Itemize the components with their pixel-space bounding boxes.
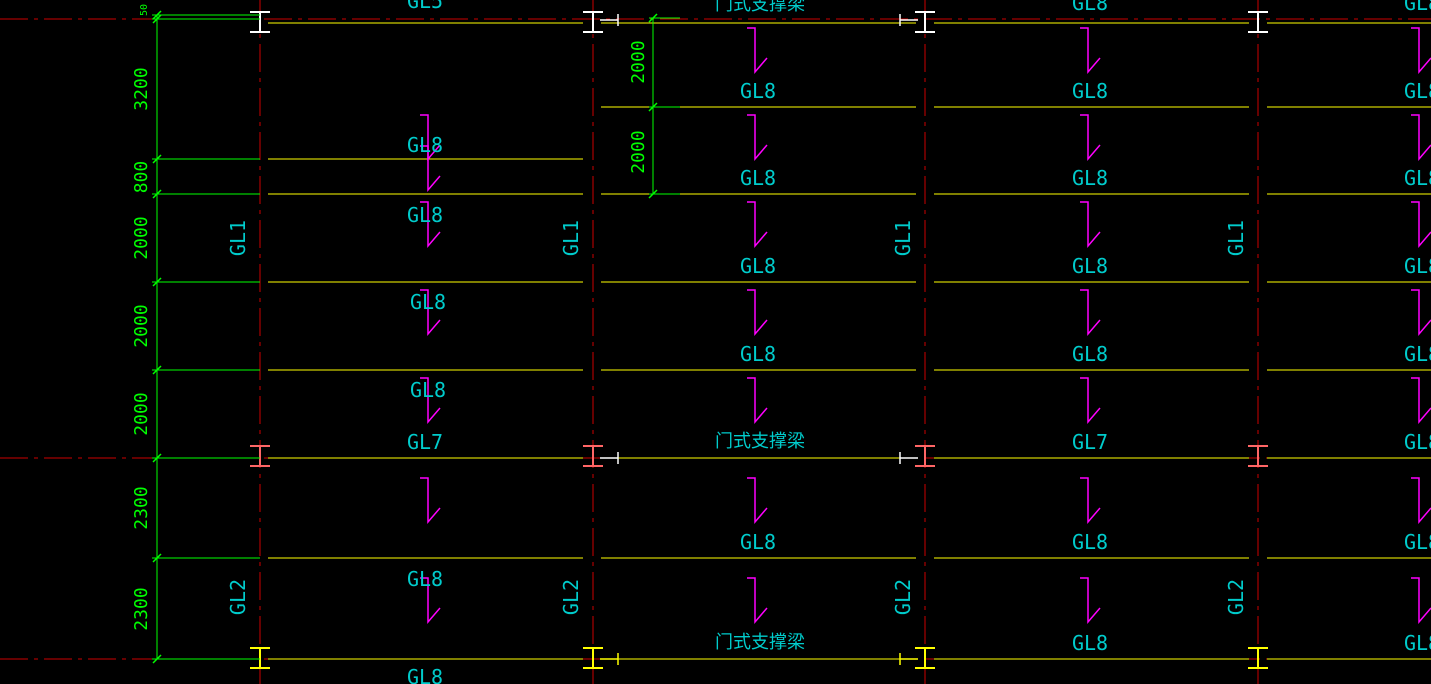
label-gl8: GL8 bbox=[407, 133, 443, 157]
label-gl2: GL2 bbox=[226, 579, 250, 615]
label-portal-brace-beam: 门式支撑梁 bbox=[715, 0, 805, 15]
label-gl8: GL8 bbox=[1072, 79, 1108, 103]
dimension-tick bbox=[648, 189, 658, 199]
label-gl8: GL8 bbox=[1072, 0, 1108, 15]
label-gl8-cut: GL8 bbox=[1404, 631, 1431, 655]
brace-symbol bbox=[420, 377, 441, 425]
brace-symbol bbox=[747, 477, 768, 525]
brace-symbol bbox=[1080, 27, 1101, 75]
dimension-tick bbox=[152, 189, 162, 199]
brace-symbol bbox=[1411, 377, 1431, 425]
dimension-value: 2000 bbox=[628, 40, 649, 83]
brace-symbol bbox=[420, 577, 441, 625]
dimension-tick bbox=[152, 154, 162, 164]
dimension-value: 2000 bbox=[131, 216, 152, 259]
label-gl8-cut: GL8 bbox=[1404, 0, 1431, 15]
dimension-value: 2000 bbox=[131, 304, 152, 347]
label-gl8: GL8 bbox=[1072, 342, 1108, 366]
label-portal-brace-beam: 门式支撑梁 bbox=[715, 632, 805, 653]
label-gl8-cut: GL8 bbox=[1404, 430, 1431, 454]
label-gl8-cut: GL8 bbox=[1404, 530, 1431, 554]
brace-symbol bbox=[420, 201, 441, 249]
label-gl8: GL8 bbox=[740, 254, 776, 278]
label-gl7: GL7 bbox=[407, 430, 443, 454]
dimension-tick bbox=[648, 13, 658, 23]
label-gl2: GL2 bbox=[1224, 579, 1248, 615]
label-gl8: GL8 bbox=[740, 530, 776, 554]
dimension-tick bbox=[648, 102, 658, 112]
dimension-value: 800 bbox=[131, 161, 152, 194]
brace-symbol bbox=[1411, 27, 1431, 75]
column-marks-layer bbox=[250, 11, 1268, 669]
label-portal-brace-beam: 门式支撑梁 bbox=[715, 431, 805, 452]
label-gl8-cut: GL8 bbox=[1404, 254, 1431, 278]
dimension-tick bbox=[152, 553, 162, 563]
brace-symbol bbox=[747, 27, 768, 75]
dimension-value: 50 bbox=[139, 4, 150, 16]
label-gl2: GL2 bbox=[891, 579, 915, 615]
label-gl8: GL8 bbox=[1072, 530, 1108, 554]
label-gl1: GL1 bbox=[891, 220, 915, 256]
dimension-tick bbox=[152, 14, 162, 24]
label-gl1: GL1 bbox=[559, 220, 583, 256]
brace-symbol bbox=[420, 145, 441, 193]
brace-symbol bbox=[747, 201, 768, 249]
dimension-tick bbox=[152, 453, 162, 463]
brace-symbol bbox=[747, 114, 768, 162]
label-gl7: GL7 bbox=[1072, 430, 1108, 454]
brace-symbol bbox=[1080, 201, 1101, 249]
label-gl8: GL8 bbox=[407, 567, 443, 591]
brace-symbol bbox=[1411, 477, 1431, 525]
brace-symbol bbox=[1080, 477, 1101, 525]
label-gl8: GL8 bbox=[740, 166, 776, 190]
brace-symbols-layer bbox=[420, 27, 1431, 625]
dimension-tick bbox=[152, 277, 162, 287]
dimension-layer: 50 3200 800 2000 2000 2000 2300 2300 2000 2000 bbox=[131, 4, 680, 664]
brace-symbol bbox=[1080, 377, 1101, 425]
label-gl5: GL5 bbox=[407, 0, 443, 13]
label-gl8: GL8 bbox=[740, 342, 776, 366]
brace-symbol bbox=[420, 114, 441, 162]
brace-symbol bbox=[747, 577, 768, 625]
label-gl8: GL8 bbox=[407, 665, 443, 684]
label-gl8-cut: GL8 bbox=[1404, 79, 1431, 103]
brace-symbol bbox=[420, 289, 441, 337]
brace-symbol bbox=[1411, 114, 1431, 162]
dimension-value: 2300 bbox=[131, 486, 152, 529]
dimension-tick bbox=[152, 365, 162, 375]
label-layer: GL5GL8GL8GL8GL8GL7GL8GL8门式支撑梁GL8GL8GL8GL… bbox=[226, 0, 1431, 684]
label-gl8: GL8 bbox=[1072, 631, 1108, 655]
label-gl2: GL2 bbox=[559, 579, 583, 615]
dimension-tick bbox=[152, 654, 162, 664]
dimension-tick bbox=[152, 10, 162, 20]
brace-symbol bbox=[1080, 289, 1101, 337]
dimension-value: 2300 bbox=[131, 587, 152, 630]
label-gl8: GL8 bbox=[410, 378, 446, 402]
brace-symbol bbox=[1411, 289, 1431, 337]
label-gl8: GL8 bbox=[1072, 166, 1108, 190]
label-gl8: GL8 bbox=[410, 290, 446, 314]
dimension-value: 2000 bbox=[628, 130, 649, 173]
label-gl8: GL8 bbox=[740, 79, 776, 103]
dimension-value: 3200 bbox=[131, 67, 152, 110]
label-gl8: GL8 bbox=[407, 203, 443, 227]
label-gl8-cut: GL8 bbox=[1404, 342, 1431, 366]
brace-symbol bbox=[747, 377, 768, 425]
dimension-value: 2000 bbox=[131, 392, 152, 435]
label-gl8: GL8 bbox=[1072, 254, 1108, 278]
brace-symbol bbox=[1080, 577, 1101, 625]
label-gl1: GL1 bbox=[226, 220, 250, 256]
label-gl8-cut: GL8 bbox=[1404, 166, 1431, 190]
brace-symbol bbox=[1411, 201, 1431, 249]
brace-symbol bbox=[420, 477, 441, 525]
brace-symbol bbox=[747, 289, 768, 337]
label-gl1: GL1 bbox=[1224, 220, 1248, 256]
brace-symbol bbox=[1080, 114, 1101, 162]
brace-symbol bbox=[1411, 577, 1431, 625]
